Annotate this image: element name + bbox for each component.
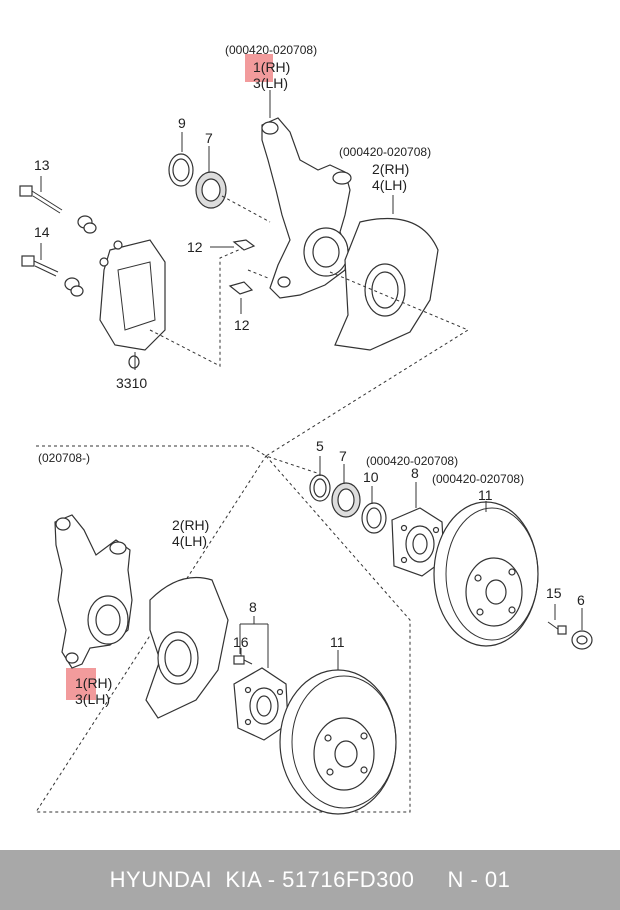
snap-ring-5 [309, 474, 331, 502]
label-shield-lh: 4(LH) [372, 177, 407, 193]
wheel-bearing-7-mid [331, 482, 361, 518]
steering-knuckle-top [261, 117, 352, 299]
label-shield-date: (000420-020708) [339, 145, 431, 159]
label-3310: 3310 [116, 375, 147, 391]
wheel-hub-8-lower [233, 667, 289, 741]
label-box-date: (020708-) [38, 451, 90, 465]
pad-clip-12-lower [228, 281, 254, 295]
label-12-lower: 12 [234, 317, 250, 333]
label-lower-shield-rh: 2(RH) [172, 517, 209, 533]
wheel-hub-8-mid [391, 507, 445, 577]
dust-shield-lower [145, 576, 229, 719]
label-9: 9 [178, 115, 186, 131]
dust-shield-top [334, 218, 439, 351]
label-7-mid: 7 [339, 448, 347, 464]
label-7-top: 7 [205, 130, 213, 146]
bolt-13 [19, 185, 63, 214]
label-13: 13 [34, 157, 50, 173]
brake-disc-11-mid [433, 501, 539, 647]
variant-box [35, 445, 411, 813]
exploded-parts-diagram: (000420-020708) 1(RH) 3(LH) 9 7 (000420-… [19, 43, 593, 815]
label-10: 10 [363, 469, 379, 485]
part-number-footer: HYUNDAI KIA - 51716FD300 N - 01 [0, 850, 620, 910]
label-11-date: (000420-020708) [432, 472, 524, 486]
wheel-bolt-16 [233, 655, 253, 665]
label-top-rh: 1(RH) [253, 59, 290, 75]
label-5: 5 [316, 438, 324, 454]
brake-disc-11-lower [279, 669, 397, 815]
bolt-14 [21, 255, 59, 277]
label-lower-rh: 1(RH) [75, 675, 112, 691]
wheel-bearing-7-top [195, 171, 227, 209]
label-15: 15 [546, 585, 562, 601]
oil-seal-10 [361, 502, 387, 534]
hub-nut-6 [571, 630, 593, 650]
bushing-upper [77, 215, 97, 234]
label-16: 16 [233, 634, 249, 650]
label-11-mid: 11 [478, 487, 493, 503]
label-top-lh: 3(LH) [253, 75, 288, 91]
oil-seal-9 [168, 153, 194, 187]
bolt-15 [547, 621, 567, 635]
label-lower-shield-lh: 4(LH) [172, 533, 207, 549]
label-top-date: (000420-020708) [225, 43, 317, 57]
pad-clip-12-upper [232, 239, 256, 251]
label-12-upper: 12 [187, 239, 203, 255]
label-shield-rh: 2(RH) [372, 161, 409, 177]
steering-knuckle-lower [54, 514, 133, 669]
label-6: 6 [577, 592, 585, 608]
highlight-marker-top [245, 54, 273, 82]
label-8-lower: 8 [249, 599, 257, 615]
label-14: 14 [34, 224, 50, 240]
label-8-mid: 8 [411, 465, 419, 481]
label-lower-lh: 3(LH) [75, 691, 110, 707]
footer-text: HYUNDAI KIA - 51716FD300 N - 01 [109, 867, 511, 892]
label-11-lower: 11 [330, 634, 345, 650]
highlight-marker-bottom [66, 668, 96, 700]
bushing-lower [64, 277, 84, 297]
brake-caliper-3310 [99, 239, 166, 369]
label-10-date: (000420-020708) [366, 454, 458, 468]
